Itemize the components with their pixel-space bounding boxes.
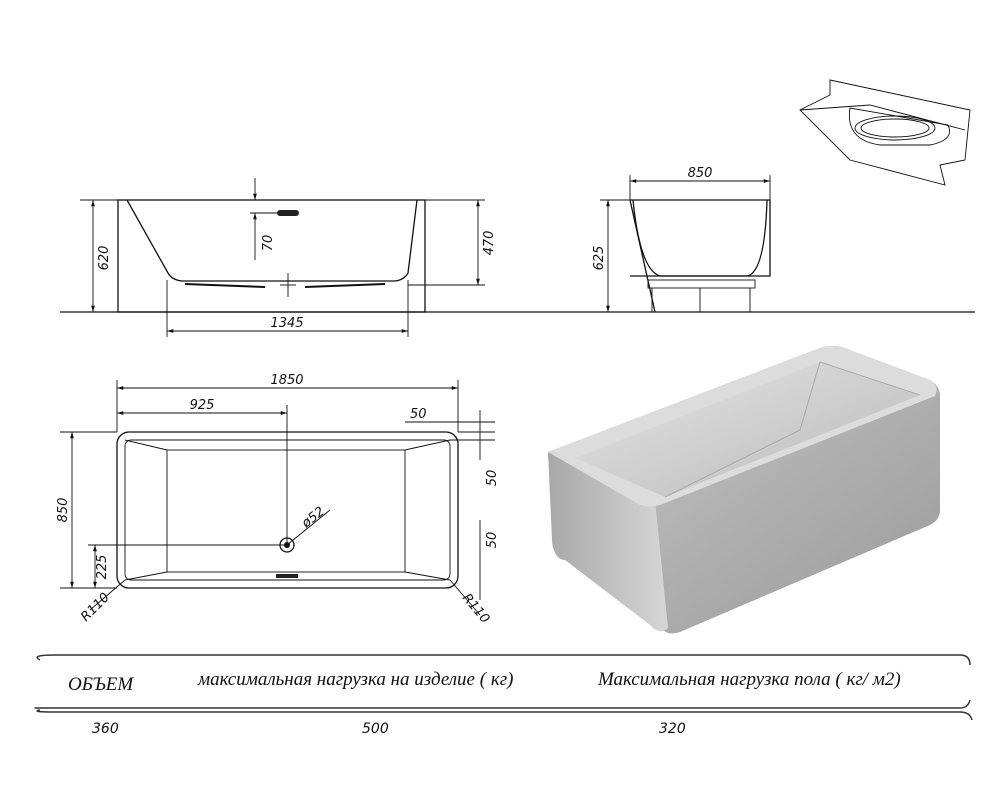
dim-overflow-offset: 70 <box>261 235 276 252</box>
dim-drain-diameter: ø52 <box>298 504 327 532</box>
dim-length: 1850 <box>270 373 303 388</box>
spec-header-max-load: максимальная нагрузка на изделие ( кг) <box>197 669 513 690</box>
side-view: 850 625 <box>592 166 771 313</box>
dim-drain-offset: 225 <box>95 555 110 580</box>
dim-height-inner: 470 <box>482 231 497 256</box>
dim-rim-top: 50 <box>410 407 427 422</box>
top-view: 1850 925 50 850 225 50 50 ø52 R110 R110 <box>56 373 500 627</box>
dim-half-length: 925 <box>190 398 215 413</box>
dim-bottom-length: 1345 <box>270 316 303 331</box>
dim-radius-right: R110 <box>459 591 492 627</box>
spec-header-volume: ОБЪЕМ <box>68 674 134 695</box>
spec-value-floor-load: 320 <box>659 721 686 737</box>
front-view: 620 70 470 1345 <box>80 178 497 337</box>
spec-header-floor-load: Максимальная нагрузка пола ( кг/ м2) <box>597 669 901 690</box>
dim-rim-side-2: 50 <box>485 532 500 549</box>
bathtub-3d-render <box>548 345 940 634</box>
dim-rim-side: 50 <box>485 470 500 487</box>
dim-width: 850 <box>56 498 71 523</box>
dim-height-total: 620 <box>97 246 112 271</box>
dim-side-height: 625 <box>592 246 607 271</box>
dim-side-width: 850 <box>688 166 713 181</box>
spec-value-volume: 360 <box>92 721 119 737</box>
specs-table: ОБЪЕМ максимальная нагрузка на изделие (… <box>34 654 973 737</box>
spec-value-max-load: 500 <box>362 721 389 737</box>
installation-sketch <box>799 79 971 186</box>
